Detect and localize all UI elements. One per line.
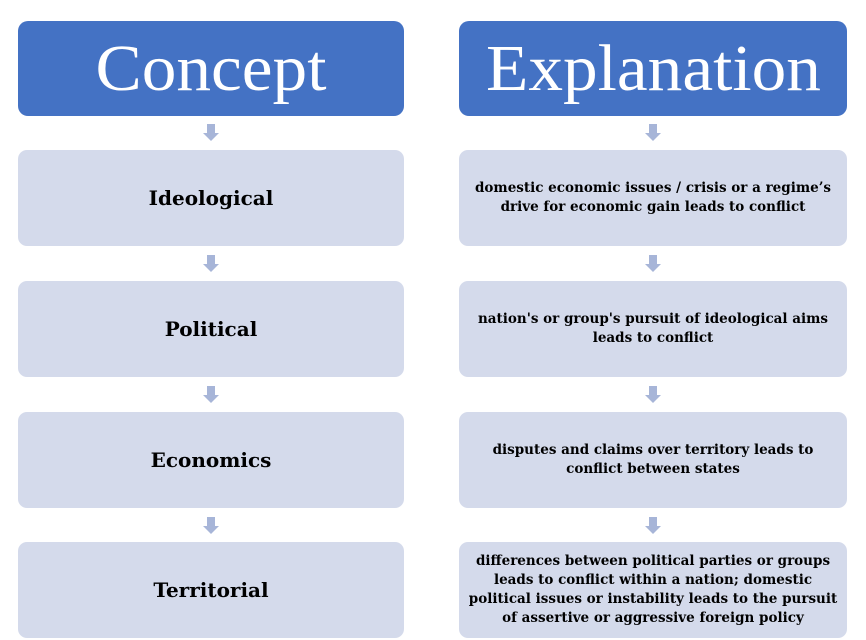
explanation-item: differences between political parties or… — [459, 542, 847, 638]
concept-item-label: Economics — [150, 448, 272, 472]
concept-header: Concept — [18, 21, 404, 116]
down-arrow-icon — [203, 255, 219, 273]
concept-item-political: Political — [18, 281, 404, 377]
down-arrow-icon — [203, 386, 219, 404]
explanation-item-label: nation's or group's pursuit of ideologic… — [477, 311, 829, 346]
concept-item-label: Ideological — [148, 186, 274, 210]
explanation-item: domestic economic issues / crisis or a r… — [459, 150, 847, 246]
explanation-item-label: disputes and claims over territory leads… — [492, 442, 814, 477]
explanation-header: Explanation — [459, 21, 847, 116]
down-arrow-icon — [203, 124, 219, 142]
down-arrow-icon — [645, 517, 661, 535]
explanation-item-label: differences between political parties or… — [468, 553, 838, 626]
explanation-item: disputes and claims over territory leads… — [459, 412, 847, 508]
down-arrow-icon — [645, 386, 661, 404]
explanation-header-label: Explanation — [485, 31, 821, 105]
down-arrow-icon — [645, 255, 661, 273]
concept-item-label: Territorial — [153, 578, 269, 602]
concept-item-economics: Economics — [18, 412, 404, 508]
concept-item-label: Political — [164, 317, 258, 341]
explanation-item: nation's or group's pursuit of ideologic… — [459, 281, 847, 377]
concept-item-territorial: Territorial — [18, 542, 404, 638]
concept-header-label: Concept — [95, 31, 327, 105]
explanation-item-label: domestic economic issues / crisis or a r… — [474, 180, 832, 215]
concept-item-ideological: Ideological — [18, 150, 404, 246]
down-arrow-icon — [645, 124, 661, 142]
down-arrow-icon — [203, 517, 219, 535]
